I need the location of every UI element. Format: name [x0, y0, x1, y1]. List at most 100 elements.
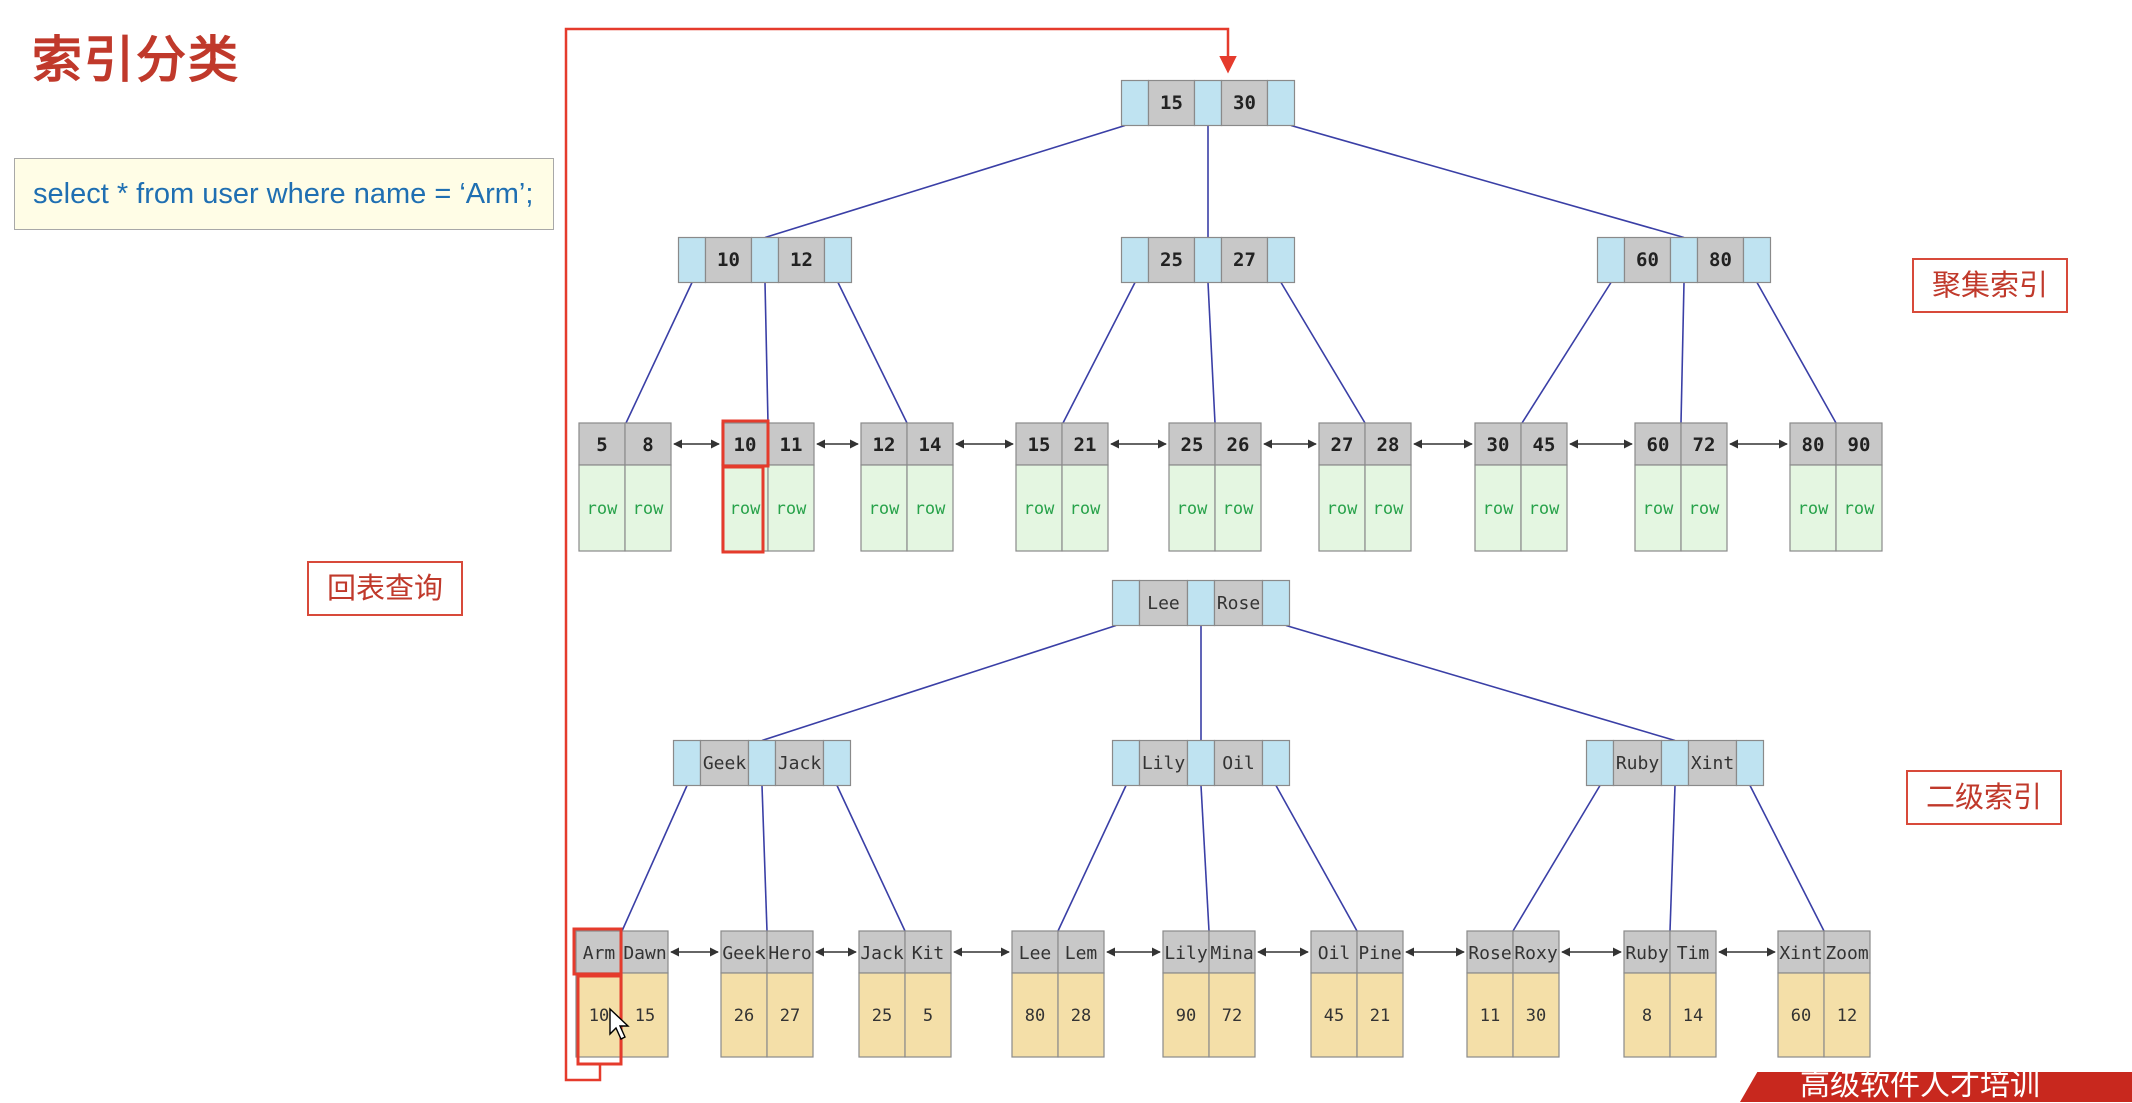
row-label: row: [587, 499, 618, 519]
primary-key-label: 5: [923, 1006, 933, 1026]
pointer-cell: [1266, 236, 1296, 284]
row-cell: [1214, 464, 1262, 552]
leaf-key-label: Xint: [1779, 943, 1822, 964]
secondary-index-label: 二级索引: [1906, 770, 2062, 825]
row-label: row: [1024, 499, 1055, 519]
key-label: 25: [1160, 249, 1183, 271]
leaf-key-label: Tim: [1677, 943, 1710, 964]
leaf-key-cell: [721, 422, 769, 466]
leaf-key-cell: [1214, 422, 1262, 466]
row-cell: [1680, 464, 1728, 552]
leaf-key-cell: [1208, 930, 1256, 974]
row-cell: [767, 464, 815, 552]
tree-edge: [621, 785, 688, 932]
secondary-internal-node: Ruby Xint: [1585, 739, 1765, 787]
key-cell: [1220, 236, 1269, 284]
primary-key-label: 10: [589, 1006, 609, 1026]
leaf-key-cell: [906, 422, 954, 466]
row-label: row: [1327, 499, 1358, 519]
row-label: row: [869, 499, 900, 519]
leaf-key-cell: [1474, 422, 1522, 466]
row-cell: [906, 464, 954, 552]
primary-key-label: 72: [1222, 1006, 1242, 1026]
tree-edge: [1275, 785, 1358, 932]
tree-edge: [1669, 785, 1676, 932]
key-cell: [1612, 739, 1663, 787]
leaf-key-cell: [1777, 930, 1825, 974]
leaf-key-cell: [1512, 930, 1560, 974]
row-label: row: [1373, 499, 1404, 519]
primary-key-label: 27: [780, 1006, 800, 1026]
key-label: 60: [1636, 249, 1659, 271]
pointer-cell: [1120, 236, 1150, 284]
key-cell: [1213, 579, 1264, 627]
key-label: Lee: [1147, 593, 1180, 614]
row-label: row: [1070, 499, 1101, 519]
leaf-key-label: 15: [1028, 434, 1051, 456]
tree-edge: [1062, 282, 1136, 424]
tree-edge: [1057, 785, 1127, 932]
primary-key-label: 90: [1176, 1006, 1196, 1026]
leaf-key-label: 45: [1533, 434, 1556, 456]
leaf-key-label: 12: [873, 434, 896, 456]
pointer-cell: [1186, 739, 1216, 787]
leaf-key-cell: [1364, 422, 1412, 466]
leaf-key-cell: [1634, 422, 1682, 466]
row-label: row: [1689, 499, 1720, 519]
leaf-key-label: 25: [1181, 434, 1204, 456]
row-label: row: [1643, 499, 1674, 519]
tree-edge: [1290, 124, 1685, 239]
row-label: row: [1223, 499, 1254, 519]
leaf-key-cell: [1789, 422, 1837, 466]
leaf-key-label: 27: [1331, 434, 1354, 456]
primary-key-cell: [766, 972, 814, 1058]
row-cell: [578, 464, 626, 552]
primary-key-cell: [1057, 972, 1105, 1058]
primary-key-cell: [621, 972, 669, 1058]
primary-key-cell: [1512, 972, 1560, 1058]
leaf-key-label: 72: [1693, 434, 1716, 456]
key-label: 12: [790, 249, 813, 271]
pointer-cell: [1596, 236, 1626, 284]
key-label: Jack: [778, 753, 822, 774]
row-label: row: [1529, 499, 1560, 519]
leaf-key-label: Lem: [1065, 943, 1098, 964]
primary-key-label: 15: [635, 1006, 655, 1026]
primary-key-label: 45: [1324, 1006, 1344, 1026]
tree-edge: [764, 282, 769, 424]
leaf-key-cell: [575, 930, 623, 974]
key-label: Ruby: [1616, 753, 1660, 774]
leaf-key-cell: [1356, 930, 1404, 974]
primary-key-label: 8: [1642, 1006, 1652, 1026]
primary-key-label: 60: [1791, 1006, 1811, 1026]
pointer-cell: [1111, 739, 1141, 787]
primary-key-label: 12: [1837, 1006, 1857, 1026]
leaf-key-cell: [1835, 422, 1883, 466]
row-cell: [1520, 464, 1568, 552]
tree-edge: [1680, 282, 1685, 424]
clustered-index-label: 聚集索引: [1912, 258, 2068, 313]
row-cell: [624, 464, 672, 552]
primary-key-label: 14: [1683, 1006, 1703, 1026]
tree-edge: [1512, 785, 1601, 932]
pointer-cell: [1585, 739, 1615, 787]
pointer-cell: [677, 236, 707, 284]
pointer-cell: [1120, 79, 1150, 127]
tree-edge: [1207, 282, 1216, 424]
leaf-key-label: Jack: [860, 943, 904, 964]
key-label: Xint: [1691, 753, 1734, 774]
primary-key-cell: [1669, 972, 1717, 1058]
tree-edge: [1200, 785, 1210, 932]
pointer-cell: [1669, 236, 1699, 284]
